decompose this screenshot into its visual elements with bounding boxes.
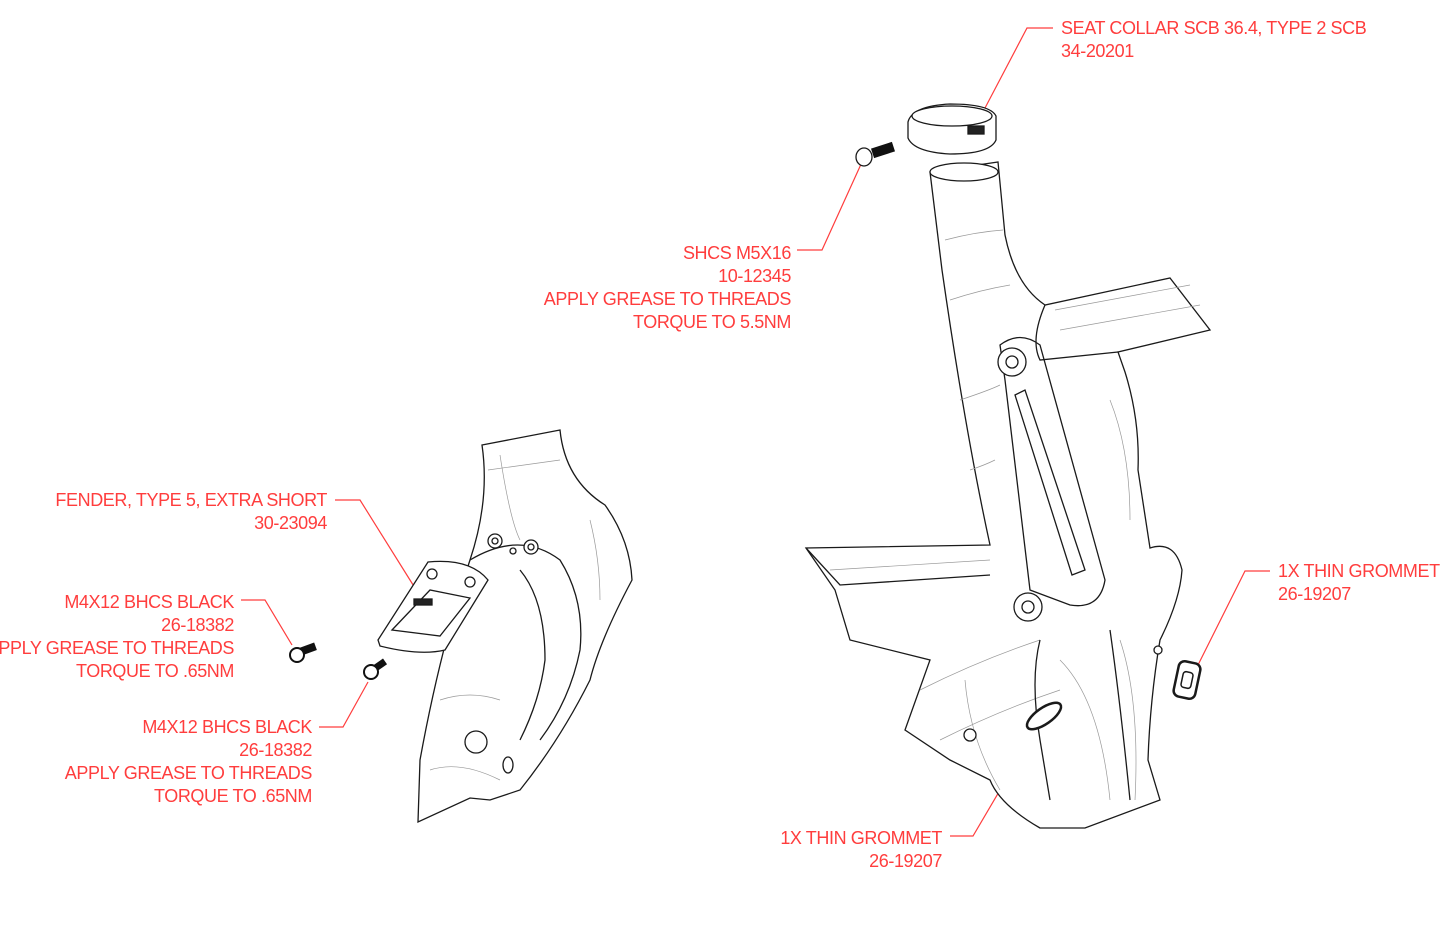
bhcs-bolt-lower-part <box>363 658 388 680</box>
part-number: 26-18382 <box>161 615 234 635</box>
callout-fender: FENDER, TYPE 5, EXTRA SHORT 30-23094 <box>55 489 327 535</box>
callout-grommet-right: 1X THIN GROMMET 26-19207 <box>1278 560 1440 606</box>
callout-shcs: SHCS M5X16 10-12345 APPLY GREASE TO THRE… <box>543 242 792 334</box>
instruction: APPLY GREASE TO THREADS <box>0 638 234 658</box>
torque-spec: TORQUE TO .65NM <box>75 661 234 681</box>
part-name: 1X THIN GROMMET <box>1278 561 1440 581</box>
instruction: APPLY GREASE TO THREADS <box>64 763 313 783</box>
part-number: 30-23094 <box>254 513 327 533</box>
instruction: APPLY GREASE TO THREADS <box>543 289 792 309</box>
part-name: M4X12 BHCS BLACK <box>142 717 312 737</box>
part-number: 10-12345 <box>718 266 791 286</box>
leader-bhcs-upper <box>241 599 293 646</box>
part-number: 34-20201 <box>1061 41 1134 61</box>
leader-shcs <box>797 161 863 251</box>
fender-part <box>377 560 489 653</box>
part-number: 26-19207 <box>1278 584 1351 604</box>
bhcs-bolt-upper-part <box>289 642 317 663</box>
grommet-bottom-part <box>1025 701 1063 731</box>
part-name: SEAT COLLAR SCB 36.4, TYPE 2 SCB <box>1061 18 1367 38</box>
part-name: 1X THIN GROMMET <box>780 828 942 848</box>
callout-bhcs-upper: M4X12 BHCS BLACK 26-18382 APPLY GREASE T… <box>0 591 234 683</box>
seat-collar-part <box>907 103 997 155</box>
torque-spec: TORQUE TO .65NM <box>153 786 312 806</box>
callout-bhcs-lower: M4X12 BHCS BLACK 26-18382 APPLY GREASE T… <box>64 716 313 808</box>
grommet-right-part <box>1172 659 1202 701</box>
shcs-bolt-part <box>855 141 896 167</box>
part-name: M4X12 BHCS BLACK <box>64 592 234 612</box>
torque-spec: TORQUE TO 5.5NM <box>632 312 791 332</box>
callout-grommet-bottom: 1X THIN GROMMET 26-19207 <box>780 827 942 873</box>
leader-grommet-right <box>1197 570 1270 666</box>
leader-lines <box>241 27 1270 837</box>
callout-seat-collar: SEAT COLLAR SCB 36.4, TYPE 2 SCB 34-2020… <box>1061 17 1367 63</box>
part-number: 26-19207 <box>869 851 942 871</box>
part-name: SHCS M5X16 <box>682 243 791 263</box>
main-frame-part <box>804 161 1212 829</box>
leader-bhcs-lower <box>319 681 369 728</box>
part-name: FENDER, TYPE 5, EXTRA SHORT <box>55 490 327 510</box>
leader-seat-collar <box>984 27 1053 109</box>
lower-guard-part <box>417 429 633 824</box>
part-number: 26-18382 <box>239 740 312 760</box>
leader-fender <box>335 499 416 589</box>
